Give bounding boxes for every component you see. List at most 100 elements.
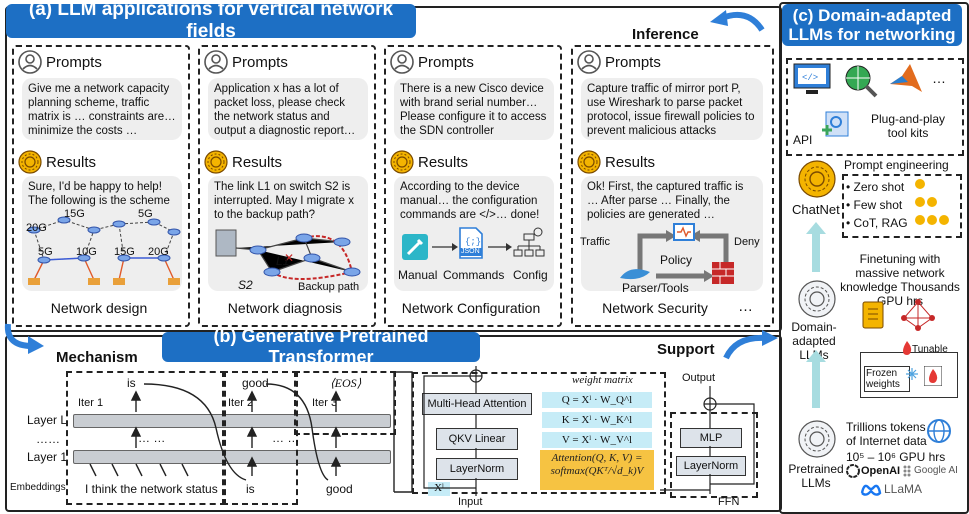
api-search-icon bbox=[822, 111, 849, 137]
design-label: 15G bbox=[64, 208, 85, 220]
api-label: API bbox=[793, 133, 813, 147]
layer-1-label: Layer 1 bbox=[27, 450, 68, 464]
results-label: Results bbox=[46, 153, 97, 171]
up-arrow-icon bbox=[806, 350, 826, 408]
bulb-icon bbox=[915, 179, 949, 225]
plug-label: Plug-and-play tool kits bbox=[870, 112, 946, 140]
results-label: Results bbox=[605, 153, 656, 171]
domain-llms-label: Domain-adapted LLMs bbox=[791, 320, 837, 362]
iter-1-box bbox=[66, 371, 226, 505]
design-label: 10G bbox=[76, 246, 97, 258]
q-equation: Q = Xˡ · W_Q^l bbox=[542, 392, 652, 408]
qkv-box: QKV Linear bbox=[436, 428, 518, 450]
prompt-text: There is a new Cisco device with brand s… bbox=[394, 78, 554, 140]
json-file-icon: {;} bbox=[459, 227, 483, 259]
results-title: Results bbox=[18, 150, 96, 174]
input-token: good bbox=[326, 482, 353, 496]
prompts-title: Prompts bbox=[390, 50, 474, 74]
k-equation: K = Xˡ · W_K^l bbox=[542, 412, 652, 428]
prompt-text: Give me a network capacity planning sche… bbox=[22, 78, 182, 140]
transformer-block bbox=[412, 372, 666, 494]
pretrained-llm-icon bbox=[798, 420, 836, 458]
ffn-layernorm-box: LayerNorm bbox=[676, 456, 746, 476]
mechanism-label: Mechanism bbox=[56, 349, 138, 366]
code-monitor-icon: </> bbox=[793, 63, 831, 94]
support-arrow-icon bbox=[723, 330, 778, 360]
layer-dots: …… bbox=[36, 432, 60, 446]
attention-formula: Attention(Q, K, V) = softmax(QKᵀ/√d_k)V bbox=[540, 450, 654, 490]
finetune-label: Finetuning with massive network knowledg… bbox=[840, 252, 960, 308]
google-ai-label: Google AI bbox=[914, 465, 958, 476]
mid-dots: … … bbox=[138, 431, 166, 445]
prompts-label: Prompts bbox=[232, 53, 288, 71]
sec-traffic-label: Traffic bbox=[580, 236, 610, 248]
layer-l-label: Layer L bbox=[27, 413, 68, 427]
security-loop-icon bbox=[620, 223, 734, 284]
section-c-title: (c) Domain-adapted LLMs for networking bbox=[782, 4, 962, 46]
gpu-label: 10⁵ – 10⁶ GPU hrs bbox=[846, 450, 946, 464]
section-a-title: (a) LLM applications for vertical networ… bbox=[6, 0, 416, 42]
tunable-label: Tunable bbox=[912, 344, 948, 355]
result-text: Sure, I'd be happy to help! The followin… bbox=[22, 176, 182, 291]
shot-item: • Zero shot bbox=[846, 180, 905, 194]
design-label: 15G bbox=[114, 246, 135, 258]
config-config-label: Config bbox=[513, 268, 548, 282]
iter-label: Iter 1 bbox=[78, 397, 104, 409]
prompts-title: Prompts bbox=[18, 50, 102, 74]
globe-icon bbox=[927, 419, 951, 443]
svg-text:</>: </> bbox=[802, 73, 818, 83]
design-label: 5G bbox=[38, 246, 53, 258]
openai-label: OpenAI bbox=[861, 465, 901, 477]
section-b-arrow-icon bbox=[4, 323, 44, 354]
transformer-arrows-icon bbox=[423, 366, 483, 496]
prompts-label: Prompts bbox=[605, 53, 661, 71]
prompts-label: Prompts bbox=[418, 53, 474, 71]
config-tree-icon bbox=[513, 227, 545, 257]
results-title: Results bbox=[577, 150, 655, 174]
prompts-label: Prompts bbox=[46, 53, 102, 71]
sec-parser-label: Parser/Tools bbox=[622, 281, 689, 295]
layernorm-box: LayerNorm bbox=[436, 458, 518, 480]
output-token: ⟨EOS⟩ bbox=[330, 376, 362, 390]
results-label: Results bbox=[418, 153, 469, 171]
inference-label: Inference bbox=[632, 26, 699, 43]
input-token: is bbox=[246, 482, 255, 496]
fire-icon bbox=[903, 341, 912, 355]
chatnet-label: ChatNet bbox=[792, 202, 840, 217]
results-title: Results bbox=[390, 150, 468, 174]
shot-item: • CoT, RAG bbox=[846, 216, 908, 230]
ffn-block bbox=[670, 412, 758, 498]
flow-arrow-icon bbox=[432, 243, 512, 251]
network-graph-icon bbox=[901, 299, 935, 331]
diag-l1-label: L1 bbox=[276, 254, 290, 268]
llm-brain-icon bbox=[204, 150, 228, 174]
ffn-arrows-icon bbox=[660, 386, 755, 494]
more-apps-ellipsis: … bbox=[738, 298, 753, 315]
sec-policy-label: Policy bbox=[660, 253, 693, 267]
shot-item: • Few shot bbox=[846, 198, 903, 212]
iter-label: Iter 2 bbox=[228, 397, 254, 409]
results-title: Results bbox=[204, 150, 282, 174]
prompt-eng-label: Prompt engineering bbox=[844, 158, 949, 172]
sec-deny-label: Deny bbox=[734, 236, 760, 248]
llm-brain-icon bbox=[577, 150, 601, 174]
input-text: I think the network status bbox=[85, 482, 218, 496]
results-label: Results bbox=[232, 153, 283, 171]
v-equation: V = Xˡ · W_V^l bbox=[542, 432, 652, 448]
llama-label: LLaMA bbox=[884, 482, 923, 496]
google-ai-icon bbox=[903, 465, 911, 477]
embeddings-label: Embeddings bbox=[10, 482, 66, 493]
manual-icon bbox=[402, 234, 428, 260]
openai-icon bbox=[846, 464, 860, 478]
matlab-icon bbox=[890, 64, 922, 92]
input-label: Input bbox=[458, 496, 483, 508]
knowledge-book-icon bbox=[862, 301, 884, 329]
llm-brain-icon bbox=[18, 150, 42, 174]
diag-s2-label: S2 bbox=[238, 278, 253, 292]
frozen-label: Frozen weights bbox=[864, 366, 910, 392]
snowflake-icon bbox=[906, 368, 918, 380]
mha-box: Multi-Head Attention bbox=[422, 393, 532, 415]
diag-backup-label: Backup path bbox=[298, 281, 360, 293]
iter-3-box bbox=[294, 371, 396, 435]
app-caption: Network Security bbox=[602, 300, 708, 316]
